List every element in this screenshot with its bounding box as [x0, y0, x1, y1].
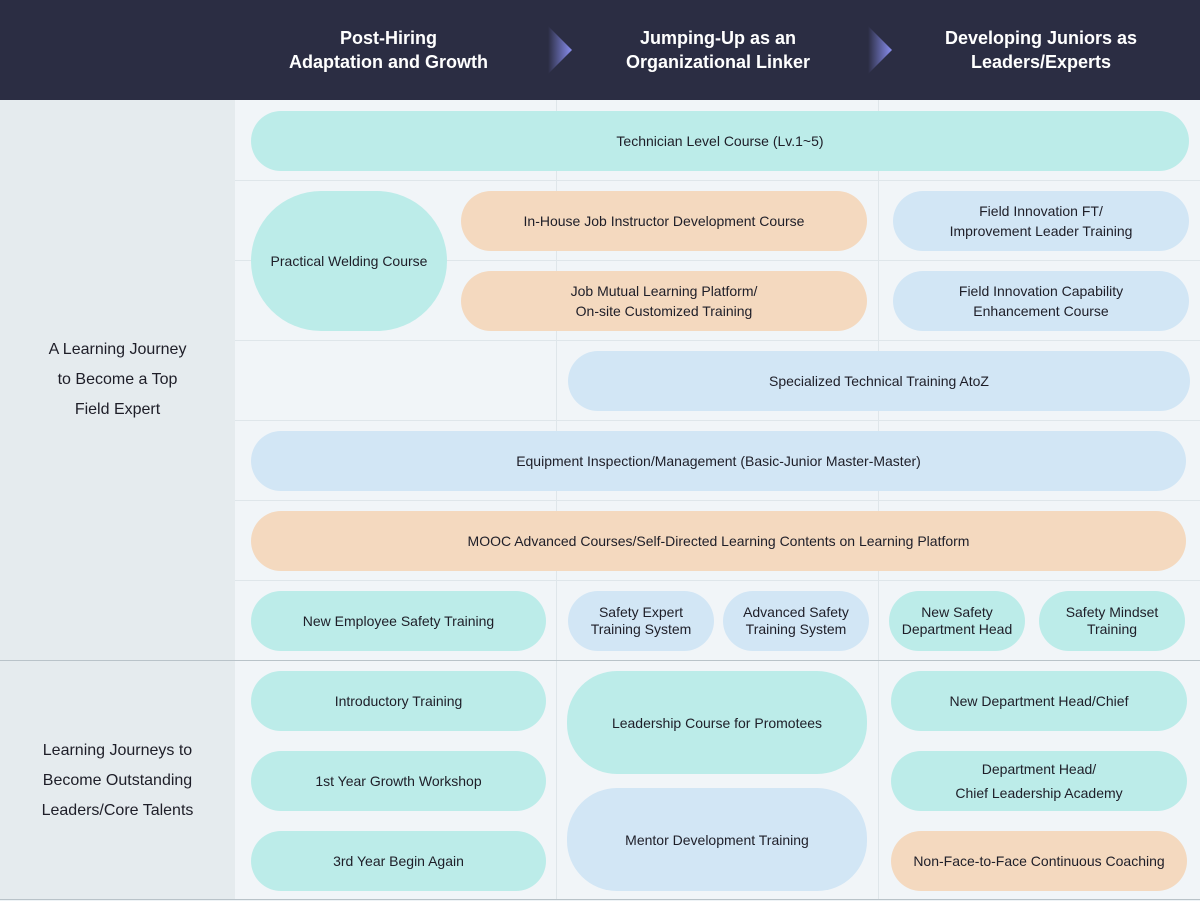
row-divider: [235, 500, 1200, 501]
stage-header: Post-Hiring Adaptation and Growth Jumpin…: [0, 0, 1200, 100]
course-practical-welding[interactable]: Practical Welding Course: [251, 191, 447, 331]
course-job-mutual-learning[interactable]: Job Mutual Learning Platform/ On-site Cu…: [461, 271, 867, 331]
course-specialized-technical[interactable]: Specialized Technical Training AtoZ: [568, 351, 1190, 411]
course-mentor-development[interactable]: Mentor Development Training: [567, 788, 867, 891]
course-field-innovation-capability[interactable]: Field Innovation Capability Enhancement …: [893, 271, 1189, 331]
leader-journey-panel: [0, 661, 235, 900]
course-new-employee-safety[interactable]: New Employee Safety Training: [251, 591, 546, 651]
course-job-instructor[interactable]: In-House Job Instructor Development Cour…: [461, 191, 867, 251]
course-safety-mindset[interactable]: Safety Mindset Training: [1039, 591, 1185, 651]
expert-journey-label: A Learning Journey to Become a Top Field…: [48, 341, 187, 418]
course-introductory[interactable]: Introductory Training: [251, 671, 546, 731]
leader-journey-label: Learning Journeys to Become Outstanding …: [41, 741, 194, 819]
row-divider: [235, 580, 1200, 581]
course-safety-expert[interactable]: Safety Expert Training System: [568, 591, 714, 651]
course-non-face-coaching[interactable]: Non-Face-to-Face Continuous Coaching: [891, 831, 1187, 891]
chevron-right-icon: [868, 26, 892, 74]
row-divider: [235, 180, 1200, 181]
section-divider: [0, 660, 1200, 661]
course-chief-leadership[interactable]: Department Head/ Chief Leadership Academ…: [891, 751, 1187, 811]
course-technician-level[interactable]: Technician Level Course (Lv.1~5): [251, 111, 1189, 171]
course-leadership-promotees[interactable]: Leadership Course for Promotees: [567, 671, 867, 774]
course-third-year[interactable]: 3rd Year Begin Again: [251, 831, 546, 891]
course-advanced-safety[interactable]: Advanced Safety Training System: [723, 591, 869, 651]
row-divider: [235, 340, 1200, 341]
bottom-border: [0, 899, 1200, 900]
stage-developing-juniors: Developing Juniors as Leaders/Experts: [944, 28, 1138, 72]
row-divider: [235, 420, 1200, 421]
course-mooc[interactable]: MOOC Advanced Courses/Self-Directed Lear…: [251, 511, 1186, 571]
course-new-department-head[interactable]: New Department Head/Chief: [891, 671, 1187, 731]
course-field-innovation-ft[interactable]: Field Innovation FT/ Improvement Leader …: [893, 191, 1189, 251]
chevron-right-icon: [548, 26, 572, 74]
row-divider: [235, 260, 1200, 261]
stage-post-hiring: Post-Hiring Adaptation and Growth: [289, 28, 488, 72]
course-equipment-inspection[interactable]: Equipment Inspection/Management (Basic-J…: [251, 431, 1186, 491]
course-new-safety-head[interactable]: New Safety Department Head: [889, 591, 1025, 651]
stage-jumping-up: Jumping-Up as an Organizational Linker: [625, 28, 811, 72]
expert-journey-panel: [0, 100, 235, 660]
course-first-year-workshop[interactable]: 1st Year Growth Workshop: [251, 751, 546, 811]
